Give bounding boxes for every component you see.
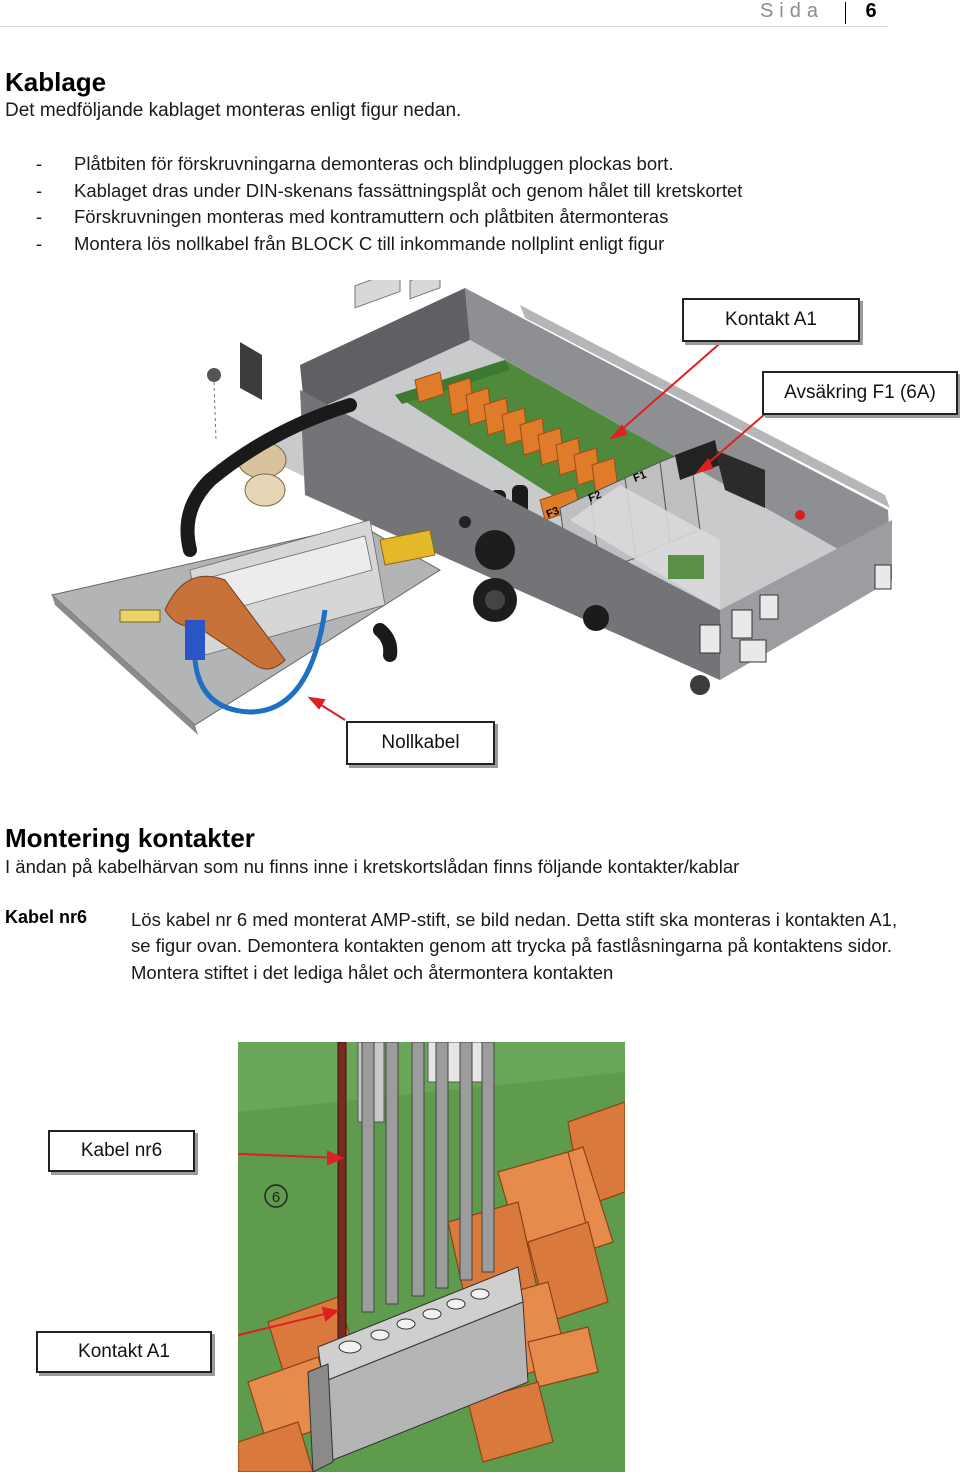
- marker-6: 6: [272, 1189, 280, 1206]
- callout-kabel-nr6: Kabel nr6: [48, 1130, 195, 1172]
- connector-a1: [675, 440, 720, 480]
- gland-center: [485, 590, 505, 610]
- kabel-nr6-description: Lös kabel nr 6 med monterat AMP-stift, s…: [131, 909, 898, 983]
- neutral-clamp: [185, 620, 205, 660]
- connector-holes: [338, 1288, 490, 1354]
- neutral-terminal: [119, 609, 161, 623]
- cable-hole: [583, 605, 609, 631]
- grey-wires: [361, 1042, 495, 1313]
- fuse-label-f1: F1: [632, 469, 648, 485]
- indicator-led: [795, 510, 805, 520]
- orange-bracket: [164, 575, 286, 670]
- enclosure-illustration: F3 F2 F1: [50, 280, 892, 735]
- transformer-block: [715, 450, 765, 508]
- list-item-text: Kablaget dras under DIN-skenans fassättn…: [74, 179, 743, 201]
- callout-avsakring-f1: Avsäkring F1 (6A): [762, 371, 958, 415]
- list-item-text: Förskruvningen monteras med kontramutter…: [74, 206, 669, 227]
- section-title-kablage: Kablage: [5, 67, 107, 97]
- cable-nr6: [337, 1042, 347, 1343]
- list-marker: -: [36, 153, 43, 174]
- enclosure-front-wall: [300, 390, 720, 680]
- header-separator: [845, 2, 846, 24]
- callout-kontakt-a1: Kontakt A1: [682, 298, 860, 342]
- page-header-label: Sida: [759, 0, 824, 22]
- gland-black: [475, 530, 515, 570]
- panel-connectors: [699, 564, 892, 663]
- enclosure-rail: [520, 305, 890, 508]
- kabel-nr6-label: Kabel nr6: [5, 907, 88, 927]
- panel-hole: [690, 675, 710, 695]
- removable-plate: [240, 342, 262, 400]
- screw-icon: [207, 368, 221, 382]
- list-item-text: Plåtbiten för förskruvningarna demontera…: [74, 153, 674, 174]
- list-marker: -: [36, 179, 43, 201]
- page-header: Sida 6: [0, 0, 888, 27]
- din-rail: [379, 529, 436, 566]
- black-cable: [180, 398, 357, 557]
- callout-arrows: [307, 337, 766, 721]
- pcb-terminal-blocks: [354, 280, 441, 309]
- connector-closeup-illustration: 6: [238, 1042, 625, 1472]
- relay-row: [414, 371, 619, 521]
- enclosure-right-wall: [465, 288, 892, 580]
- list-marker: -: [36, 206, 43, 227]
- fuse-label-f3: F3: [545, 505, 561, 521]
- page-number: 6: [865, 0, 877, 22]
- marker-6-circle: [264, 1184, 288, 1208]
- callout-kontakt-a1-closeup: Kontakt A1: [36, 1331, 212, 1373]
- callout-nollkabel: Nollkabel: [346, 721, 495, 765]
- list-item-text: Montera lös nollkabel från BLOCK C till …: [74, 232, 665, 254]
- list-marker: -: [36, 232, 43, 254]
- section-intro-kablage: Det medföljande kablaget monteras enligt…: [5, 100, 462, 121]
- enclosure-back-wall: [300, 288, 470, 415]
- green-module: [668, 555, 704, 579]
- callout-arrows-2: [238, 1150, 345, 1337]
- section-intro-montering: I ändan på kabelhärvan som nu finns inne…: [5, 856, 740, 877]
- neutral-cable: [192, 609, 328, 715]
- section-title-montering: Montering kontakter: [5, 823, 255, 853]
